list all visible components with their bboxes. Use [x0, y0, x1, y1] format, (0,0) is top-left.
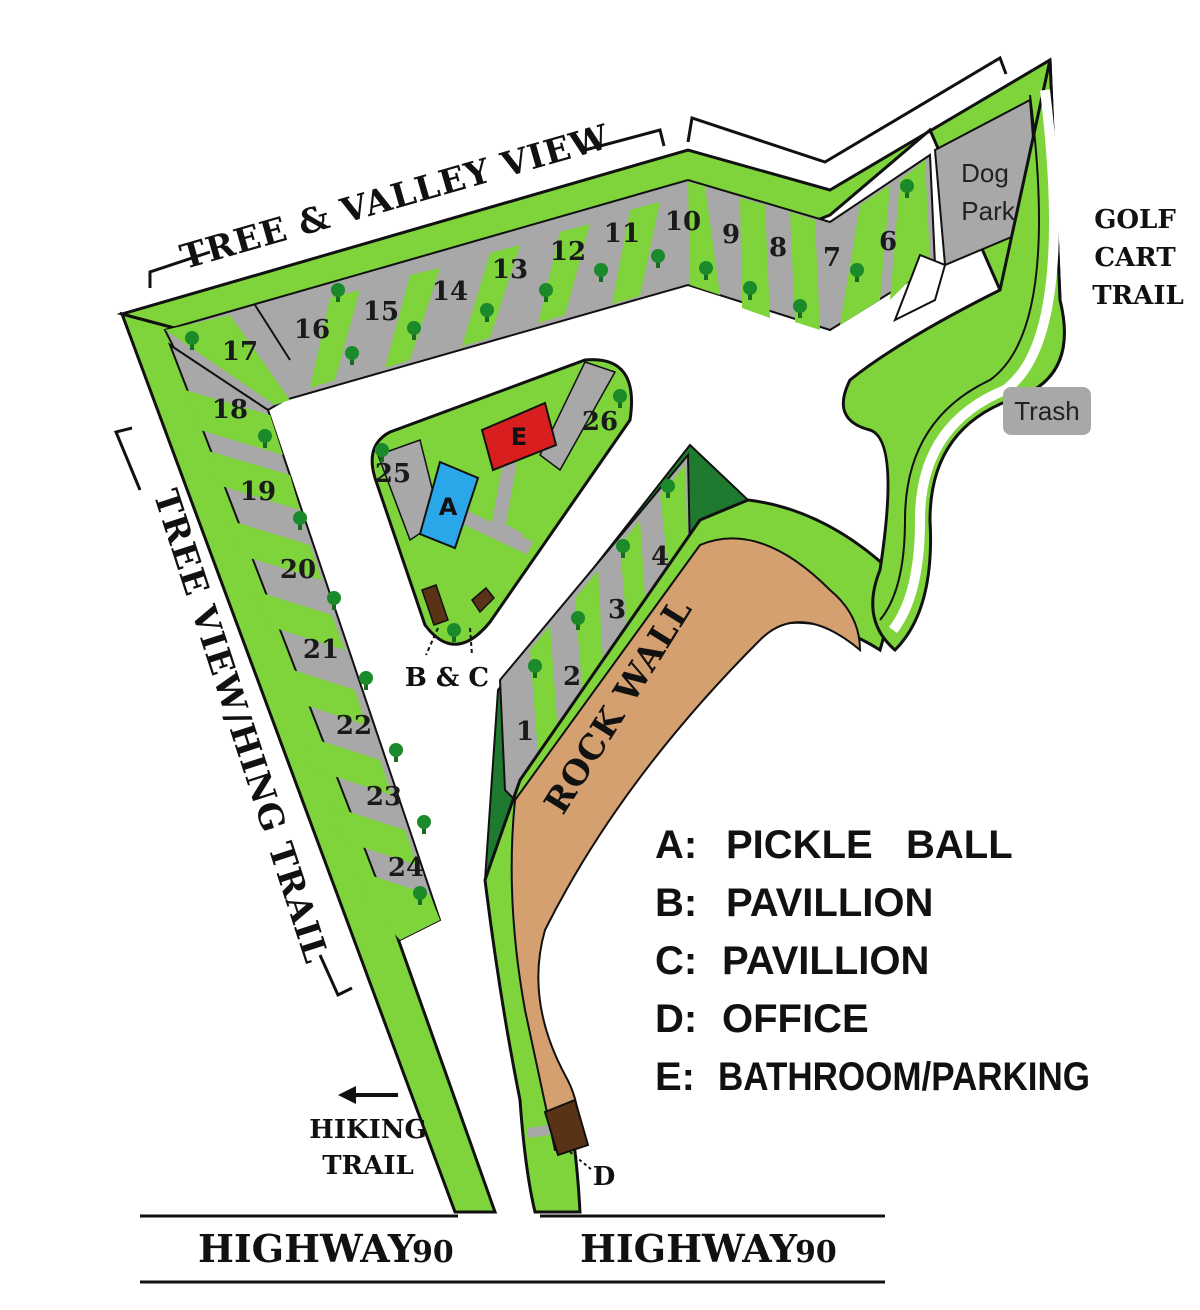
legend: A: PICKLE BALL B: PAVILLION C: PAVILLION…: [655, 823, 1090, 1099]
pavilions[interactable]: B & C: [405, 584, 496, 693]
office-building[interactable]: D: [527, 1098, 616, 1192]
legend-text-e: BATHROOM/PARKING: [718, 1055, 1090, 1099]
legend-text-b: PAVILLION: [726, 881, 933, 925]
golf-cart-trail-label: GOLF CART TRAIL: [1092, 205, 1184, 311]
site-6: 6: [879, 227, 897, 257]
site-23: 23: [366, 782, 402, 812]
site-numbers: 1 2 3 4 6 7 8 9 10 11 12 13 14 15 16 17 …: [212, 207, 897, 883]
site-12: 12: [550, 237, 586, 267]
site-7: 7: [823, 243, 841, 273]
site-24: 24: [388, 853, 424, 883]
highway-left-name: HIGHWAY: [198, 1226, 416, 1271]
pickleball-court[interactable]: A: [418, 460, 480, 550]
dog-park-label-2: Park: [961, 196, 1015, 226]
trash-area[interactable]: Trash: [1003, 387, 1091, 435]
site-11: 11: [604, 219, 640, 249]
bathroom-building[interactable]: E: [480, 401, 558, 472]
legend-key-a: A:: [655, 823, 697, 867]
highway-right-name: HIGHWAY: [580, 1226, 798, 1271]
site-19: 19: [240, 477, 276, 507]
golf-label-2: CART: [1094, 243, 1176, 273]
site-3: 3: [608, 595, 626, 625]
site-14: 14: [432, 277, 468, 307]
legend-key-d: D:: [655, 997, 697, 1041]
hiking-label-1: HIKING: [309, 1115, 426, 1145]
golf-label-3: TRAIL: [1092, 281, 1184, 311]
legend-text-a: PICKLE BALL: [726, 823, 1013, 867]
site-15: 15: [363, 297, 399, 327]
site-13: 13: [492, 255, 528, 285]
site-25: 25: [375, 459, 411, 489]
dog-park-label-1: Dog: [961, 158, 1009, 188]
legend-key-c: C:: [655, 939, 697, 983]
facility-e-label: E: [511, 423, 527, 451]
site-21: 21: [303, 635, 339, 665]
facility-a-label: A: [439, 493, 458, 521]
site-18: 18: [212, 395, 248, 425]
golf-label-1: GOLF: [1094, 205, 1176, 235]
legend-key-b: B:: [655, 881, 697, 925]
top-sites-area: [163, 153, 937, 412]
site-22: 22: [336, 711, 372, 741]
site-4: 4: [651, 542, 669, 572]
site-26: 26: [582, 407, 618, 437]
legend-key-e: E:: [655, 1055, 695, 1099]
legend-text-c: PAVILLION: [722, 939, 929, 983]
bc-label: B & C: [405, 663, 489, 693]
legend-text-d: OFFICE: [722, 997, 869, 1041]
site-10: 10: [665, 207, 701, 237]
highway-right-num: 90: [795, 1235, 837, 1270]
d-label: D: [593, 1162, 616, 1192]
site-17: 17: [222, 337, 258, 367]
hiking-trail-pointer[interactable]: HIKING TRAIL: [309, 1086, 427, 1181]
site-16: 16: [294, 315, 330, 345]
site-1: 1: [516, 717, 534, 747]
hiking-label-2: TRAIL: [322, 1151, 414, 1181]
trash-label: Trash: [1014, 396, 1080, 426]
highway-90: HIGHWAY 90 HIGHWAY 90: [140, 1214, 885, 1284]
highway-left-num: 90: [412, 1235, 454, 1270]
site-2: 2: [563, 662, 581, 692]
left-sites-area: [167, 342, 442, 942]
site-9: 9: [722, 220, 740, 250]
site-20: 20: [280, 555, 316, 585]
site-8: 8: [769, 233, 787, 263]
